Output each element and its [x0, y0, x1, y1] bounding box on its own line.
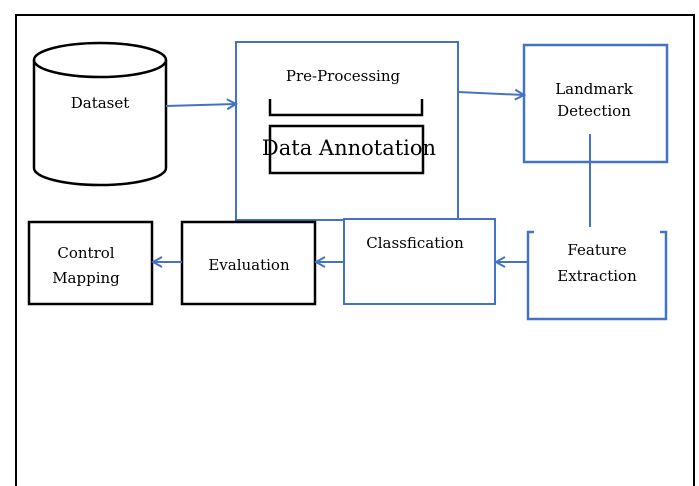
classification-box — [343, 218, 496, 305]
feature-label-line1: Feature — [567, 241, 626, 259]
landmark-label-line1: Landmark — [555, 80, 634, 98]
preprocessing-label: Pre-Processing — [286, 67, 401, 85]
annotation-label: Data Annotation — [262, 136, 436, 160]
dataset-cylinder — [32, 41, 168, 187]
outer-frame — [15, 14, 695, 486]
control-box — [27, 220, 154, 306]
control-label-line2: Mapping — [52, 269, 120, 287]
arrow-preprocessing-to-landmark — [457, 92, 524, 95]
feature-box — [526, 230, 668, 321]
preprocessing-bracket — [268, 99, 424, 117]
control-label-line1: Control — [57, 244, 114, 262]
landmark-label-line2: Detection — [557, 102, 631, 120]
landmark-box — [522, 43, 669, 164]
classification-label: Classfication — [366, 234, 464, 252]
evaluation-label: Evaluation — [208, 256, 290, 274]
annotation-box — [268, 124, 425, 175]
feature-label-line2: Extraction — [557, 267, 637, 285]
arrow-dataset-to-preprocessing — [165, 104, 236, 106]
dataset-label: Dataset — [71, 94, 130, 112]
